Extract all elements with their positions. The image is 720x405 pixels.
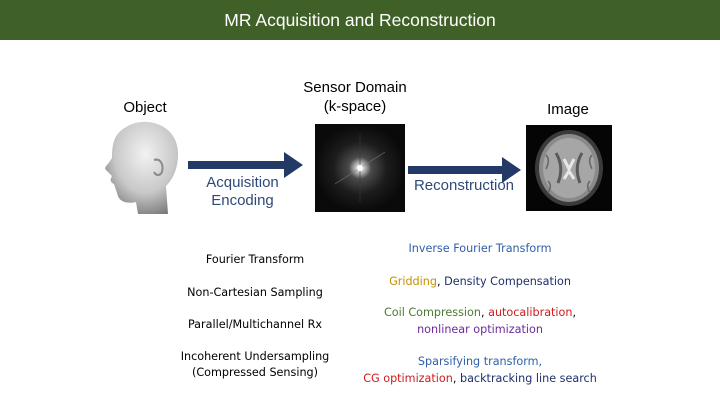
acquisition-label: Acquisition [206,174,279,191]
kspace-image [315,124,405,212]
comma-4: , [452,372,460,385]
reconstruction-label: Reconstruction [413,177,515,194]
right-item-coil: Coil Compression, autocalibration, [330,304,630,322]
nonlinear-text: nonlinear optimization [417,323,543,336]
object-label: Object [123,99,167,116]
inverse-ft-text: Inverse Fourier Transform [408,242,552,255]
encoding-label: Encoding [211,192,274,209]
right-item-sparsifying: Sparsifying transform, [330,353,630,371]
left-item-parallel: Parallel/Multichannel Rx [187,318,323,331]
left-item-fourier: Fourier Transform [205,253,305,266]
comma-3: , [572,306,577,319]
acquisition-arrow [188,152,303,178]
left-item-incoherent: Incoherent Undersampling [180,350,330,363]
right-item-nonlinear: nonlinear optimization [330,321,630,339]
cg-text: CG optimization [363,372,453,385]
left-item-noncartesian: Non-Cartesian Sampling [187,286,323,299]
density-text: Density Compensation [444,275,571,288]
slide-title: MR Acquisition and Reconstruction [0,0,720,40]
right-item-gridding: Gridding, Density Compensation [330,273,630,291]
coil-text: Coil Compression [383,306,481,319]
image-label: Image [547,101,589,118]
backtracking-text: backtracking line search [459,372,597,385]
head-illustration [105,121,178,214]
gridding-text: Gridding [389,275,437,288]
autocal-text: autocalibration [488,306,573,319]
sparsifying-text: Sparsifying transform, [417,355,543,368]
comma-1: , [436,275,445,288]
right-item-inverse-ft: Inverse Fourier Transform [330,240,630,258]
left-item-compressed-sensing: (Compressed Sensing) [191,366,319,379]
reconstruction-arrow [408,157,521,183]
kspace-label: (k-space) [323,98,387,115]
brain-mr-image [526,125,612,211]
right-item-cg: CG optimization, backtracking line searc… [330,370,630,388]
sensor-domain-label: Sensor Domain [303,79,407,96]
comma-2: , [480,306,489,319]
